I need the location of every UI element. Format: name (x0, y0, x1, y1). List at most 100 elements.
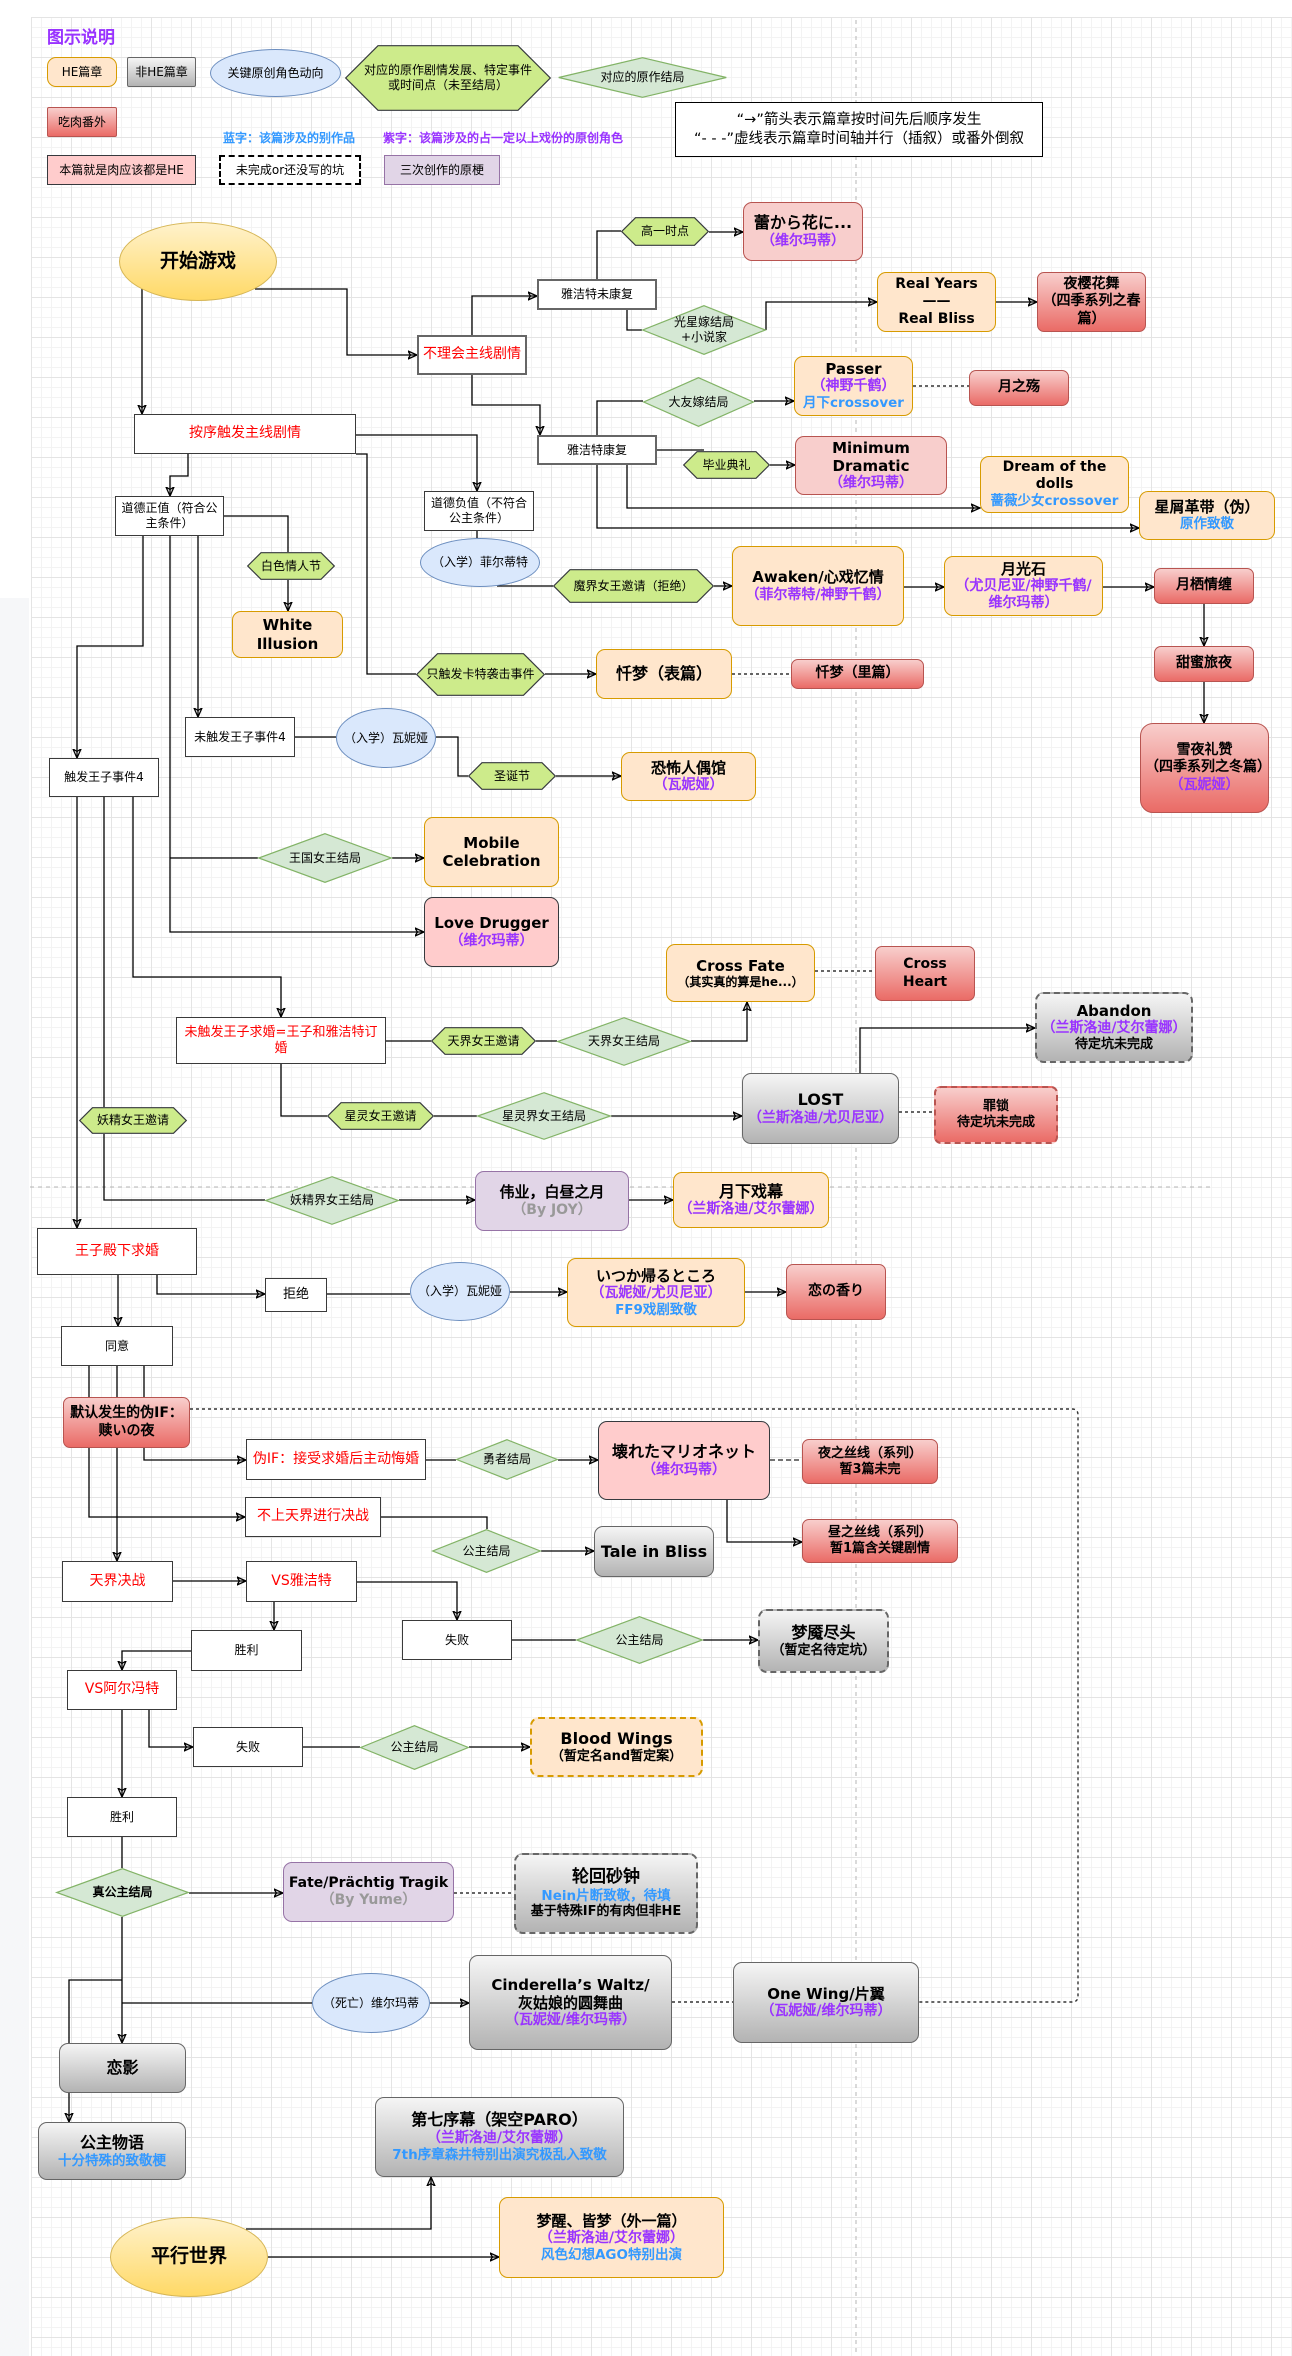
node-someday-home[interactable]: いつか帰るところ（瓦妮娅/尤贝尼亚）FF9戏剧致敬 (567, 1258, 745, 1327)
node-fate-prachtig[interactable]: Fate/Prächtig Tragik（By Yume） (283, 1862, 454, 1922)
edge-start-to-ignore-main[interactable] (255, 288, 417, 355)
node-graduation[interactable]: 毕业典礼 (682, 451, 771, 479)
node-blood-wings[interactable]: Blood Wings（暂定名and暂定案） (530, 1717, 703, 1777)
node-cat-attack-only[interactable]: 只触发卡特袭击事件 (415, 653, 546, 696)
node-star-bride-ending[interactable]: 光星嫁结局 +小说家 (641, 305, 767, 355)
node-moon-dwelling[interactable]: 月栖情缠 (1154, 568, 1254, 604)
node-horror-doll[interactable]: 恐怖人偶馆（瓦妮娅） (621, 752, 756, 801)
node-night-sakura[interactable]: 夜樱花舞 （四季系列之春篇） (1037, 272, 1146, 332)
node-enroll-feierdite[interactable]: （入学）菲尔蒂特 (420, 538, 540, 587)
edge-recovered-to-dream-dolls[interactable] (626, 465, 980, 508)
edge-positive-to-prince-event4[interactable] (77, 536, 144, 758)
node-mobile-celebration[interactable]: Mobile Celebration (424, 817, 559, 887)
node-spirit-queen-ending[interactable]: 星灵界女王结局 (475, 1092, 613, 1140)
legend-unfinished[interactable]: 未完成or还没写的坑 (219, 155, 361, 185)
node-fairy-queen-ending[interactable]: 妖精界女王结局 (263, 1176, 401, 1225)
node-no-proposal-engaged[interactable]: 未触发王子求婚=王子和雅洁特订婚 (176, 1017, 386, 1064)
node-win-2[interactable]: 胜利 (67, 1797, 177, 1837)
node-bud-to-flower[interactable]: 蕾から花に...（维尔玛蒂） (743, 202, 863, 261)
edge-vs-yajie-to-lose[interactable] (357, 1581, 457, 1620)
node-minimum-dramatic[interactable]: Minimum Dramatic（维尔玛蒂） (795, 436, 947, 495)
node-start-game[interactable]: 开始游戏 (119, 222, 277, 301)
node-heaven-queen-ending[interactable]: 天界女王结局 (555, 1017, 693, 1066)
edge-pseudo-if-to-one-wing[interactable] (190, 1408, 1079, 2003)
node-stardust-ribbon[interactable]: 星屑革带（伪）原作致敬 (1139, 491, 1275, 540)
node-no-heaven-battle[interactable]: 不上天界进行决战 (245, 1497, 381, 1537)
node-princess-ending-3[interactable]: 公主结局 (359, 1725, 470, 1770)
node-yajie-recovered[interactable]: 雅洁特康复 (537, 435, 657, 465)
edge-recovered-to-otomo[interactable] (596, 400, 643, 435)
node-princess-ending-2[interactable]: 公主结局 (574, 1616, 705, 1664)
edge-lost-to-abandon[interactable] (859, 1028, 1035, 1073)
edge-ignore-to-not-recovered[interactable] (471, 296, 537, 335)
legend-he-chapter[interactable]: HE篇章 (47, 57, 117, 87)
node-lost[interactable]: LOST（兰斯洛迪/尤贝尼亚） (742, 1073, 899, 1144)
legend-key-character[interactable]: 关键原创角色动向 (210, 49, 341, 97)
edge-fairy-invite-to-fairy-ending[interactable] (103, 1134, 265, 1201)
node-prince-proposal[interactable]: 王子殿下求婚 (37, 1228, 197, 1275)
edge-follow-to-cat-attack[interactable] (356, 453, 416, 675)
node-otomo-bride-ending[interactable]: 大友嫁结局 (642, 377, 755, 427)
edge-no-heaven-to-princess-ending[interactable] (381, 1516, 488, 1529)
edge-positive-to-love-drugger[interactable] (169, 536, 424, 932)
node-follow-main[interactable]: 按序触发主线剧情 (134, 414, 356, 454)
node-abandon[interactable]: Abandon（兰斯洛迪/艾尔蕾娜）待定坑未完成 (1035, 992, 1193, 1063)
node-morality-negative[interactable]: 道德负值（不符合公主条件） (424, 491, 534, 531)
edge-proposal-to-refuse[interactable] (156, 1275, 265, 1294)
node-passer[interactable]: Passer（神野千鹤）月下crossover (794, 356, 913, 416)
node-fairy-queen-invite[interactable]: 妖精女王邀请 (78, 1107, 188, 1134)
node-pseudo-if-default[interactable]: 默认发生的伪IF： 赎いの夜 (63, 1397, 190, 1448)
node-death-vermati[interactable]: （死亡）维尔玛蒂 (312, 1973, 430, 2033)
node-vs-alfont[interactable]: VS阿尔冯特 (67, 1670, 177, 1710)
node-scent-of-love[interactable]: 恋の香り (786, 1264, 886, 1320)
node-white-day[interactable]: 白色情人节 (246, 552, 336, 580)
legend-non-he-chapter[interactable]: 非HE篇章 (127, 57, 196, 87)
node-sin-lock[interactable]: 罪锁 待定坑未完成 (934, 1086, 1058, 1144)
node-dream-awake[interactable]: 梦醒、皆梦（外一篇）（兰斯洛迪/艾尔蕾娜）风色幻想AGO特别出演 (499, 2197, 724, 2278)
node-demon-queen-invite[interactable]: 魔界女王邀请（拒绝） (552, 569, 715, 603)
legend-canon-event[interactable]: 对应的原作剧情发展、特定事件 或时间点（未至结局） (344, 45, 552, 111)
node-moonstone[interactable]: 月光石（尤贝尼亚/神野千鹤/维尔玛蒂） (944, 556, 1103, 616)
node-win-1[interactable]: 胜利 (191, 1630, 302, 1671)
node-parallel-world[interactable]: 平行世界 (110, 2217, 268, 2297)
node-sweet-journey[interactable]: 甜蜜旅夜 (1154, 646, 1254, 682)
node-princess-ending-1[interactable]: 公主结局 (431, 1529, 542, 1573)
node-cross-fate[interactable]: Cross Fate（其实真的算是he...） (666, 944, 815, 1002)
node-snow-night[interactable]: 雪夜礼赞 （四季系列之冬篇）（瓦妮娅） (1140, 723, 1271, 813)
edge-heaven-ending-to-cross-fate[interactable] (691, 1002, 747, 1042)
node-lose-2[interactable]: 失败 (193, 1727, 303, 1767)
node-moon-sorrow[interactable]: 月之殇 (969, 370, 1069, 406)
node-one-wing[interactable]: One Wing/片翼（瓦妮娅/维尔玛蒂） (733, 1962, 919, 2043)
node-seventh-prelude[interactable]: 第七序幕（架空PARO）（兰斯洛迪/艾尔蕾娜）7th序章森井特别出演究极乱入致敬 (375, 2097, 624, 2177)
legend-tertiary[interactable]: 三次创作的原梗 (384, 155, 500, 185)
node-vs-yajie[interactable]: VS雅洁特 (246, 1561, 357, 1602)
node-night-thread[interactable]: 夜之丝线（系列） 暂3篇未完 (802, 1439, 938, 1484)
node-white-illusion[interactable]: White Illusion (232, 611, 343, 658)
node-morality-positive[interactable]: 道德正值（符合公主条件） (115, 496, 224, 536)
node-cinderella-waltz[interactable]: Cinderella’s Waltz/ 灰姑娘的圆舞曲（瓦妮娅/维尔玛蒂） (469, 1955, 672, 2050)
node-enroll-wanya-2[interactable]: （入学）瓦妮娅 (410, 1262, 510, 1321)
node-prince-event4-not[interactable]: 未触发王子事件4 (185, 717, 295, 757)
legend-smut-extra[interactable]: 吃肉番外 (47, 107, 117, 137)
edge-no-proposal-to-spirit-invite[interactable] (280, 1064, 327, 1117)
legend-arrow-note-box[interactable]: “→”箭头表示篇章按时间先后顺序发生“- - -”虚线表示篇章时间轴并行（插叙）… (675, 102, 1043, 157)
edge-marionette-to-day-thread[interactable] (726, 1500, 802, 1542)
node-repentance-front[interactable]: 忏梦（表篇） (596, 649, 732, 699)
node-nightmare-end[interactable]: 梦魇尽头（暂定名待定坑） (758, 1609, 889, 1673)
node-yajie-not-recovered[interactable]: 雅洁特未康复 (537, 279, 657, 310)
node-kingdom-queen-ending[interactable]: 王国女王结局 (256, 833, 394, 883)
node-ignore-main[interactable]: 不理会主线剧情 (417, 335, 527, 375)
edge-ignore-to-recovered[interactable] (471, 375, 540, 435)
node-broken-marionette[interactable]: 壊れたマリオネット（维尔玛蒂） (598, 1421, 770, 1500)
node-christmas[interactable]: 圣诞节 (467, 762, 557, 790)
node-moonlight-play[interactable]: 月下戏幕（兰斯洛迪/艾尔蕾娜） (673, 1172, 829, 1228)
edge-star-bride-to-real-years[interactable] (765, 302, 877, 330)
node-awaken[interactable]: Awaken/心戏忆情（菲尔蒂特/神野千鹤） (732, 546, 904, 626)
edge-event4-to-no-proposal[interactable] (132, 797, 281, 1017)
edge-vs-alfont-to-lose[interactable] (148, 1710, 193, 1747)
node-great-deed[interactable]: 伟业，白昼之月（By JOY） (475, 1171, 629, 1231)
edge-parallel-to-seventh[interactable] (246, 2177, 431, 2230)
